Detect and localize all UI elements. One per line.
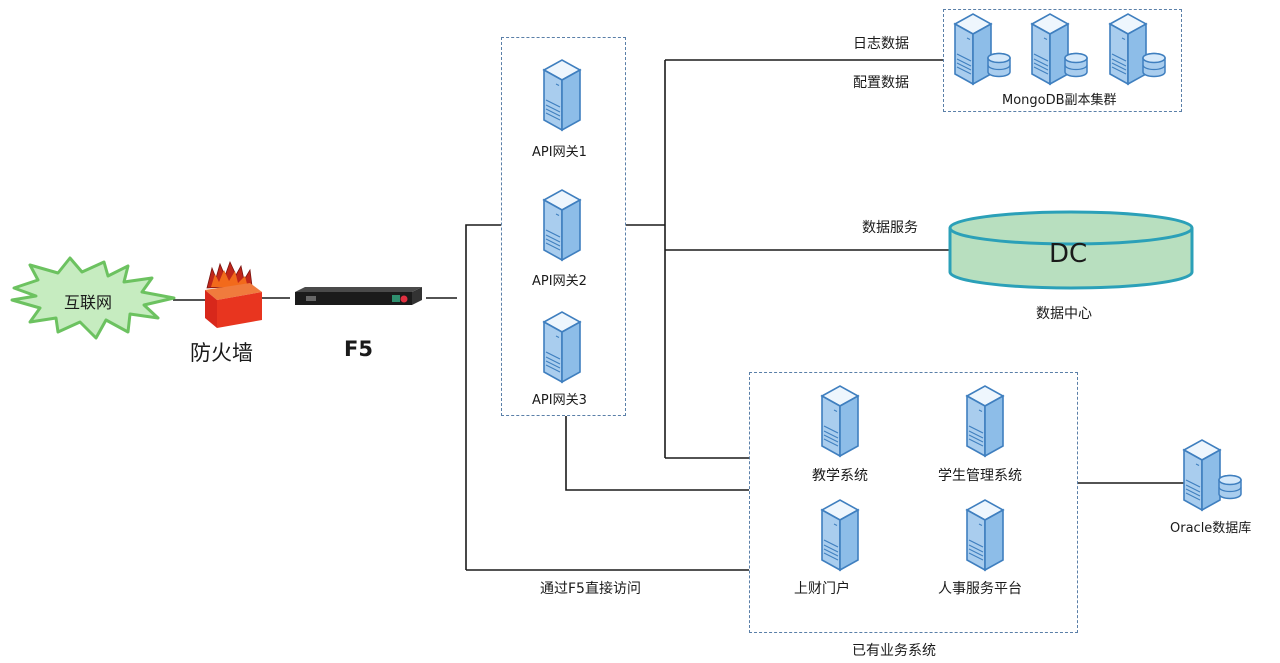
internet-node xyxy=(10,256,176,340)
internet-label: 互联网 xyxy=(64,293,113,312)
business-systems-caption: 已有业务系统 xyxy=(852,643,936,659)
oracle-node xyxy=(1183,439,1242,511)
api-gateway-group xyxy=(501,37,626,416)
link-f5-gateway-group xyxy=(465,224,501,570)
direct-access-label: 通过F5直接访问 xyxy=(540,581,641,597)
connection-lines xyxy=(173,59,1185,571)
link-label-data-service: 数据服务 xyxy=(862,220,918,236)
business-systems-group xyxy=(749,372,1078,633)
business-system-label-portal: 上财门户 xyxy=(794,581,850,597)
mongodb-cluster-group xyxy=(943,9,1182,112)
link-label-log-data: 日志数据 xyxy=(853,36,909,52)
dc-label: DC xyxy=(1049,239,1088,269)
gateway-label-2: API网关2 xyxy=(532,274,587,289)
database-server-icon xyxy=(1183,439,1221,511)
f5-label: F5 xyxy=(344,337,373,361)
firewall-label: 防火墙 xyxy=(190,341,253,365)
business-system-label-student: 学生管理系统 xyxy=(938,468,1022,484)
cylinder-icon xyxy=(948,210,1194,290)
gateway-label-3: API网关3 xyxy=(532,393,587,408)
data-center-caption: 数据中心 xyxy=(1036,306,1092,322)
f5-device-icon xyxy=(295,287,422,305)
link-label-config-data: 配置数据 xyxy=(853,75,909,91)
gateway-label-1: API网关1 xyxy=(532,145,587,160)
database-disk-icon xyxy=(1218,474,1242,500)
link-gateway3-business xyxy=(565,416,749,491)
starburst-cloud-icon xyxy=(10,256,176,340)
oracle-label: Oracle数据库 xyxy=(1170,521,1252,536)
business-system-label-hr: 人事服务平台 xyxy=(938,581,1022,597)
business-system-label-teaching: 教学系统 xyxy=(812,468,868,484)
firewall-icon xyxy=(205,260,262,328)
mongodb-cluster-label: MongoDB副本集群 xyxy=(1002,93,1117,108)
